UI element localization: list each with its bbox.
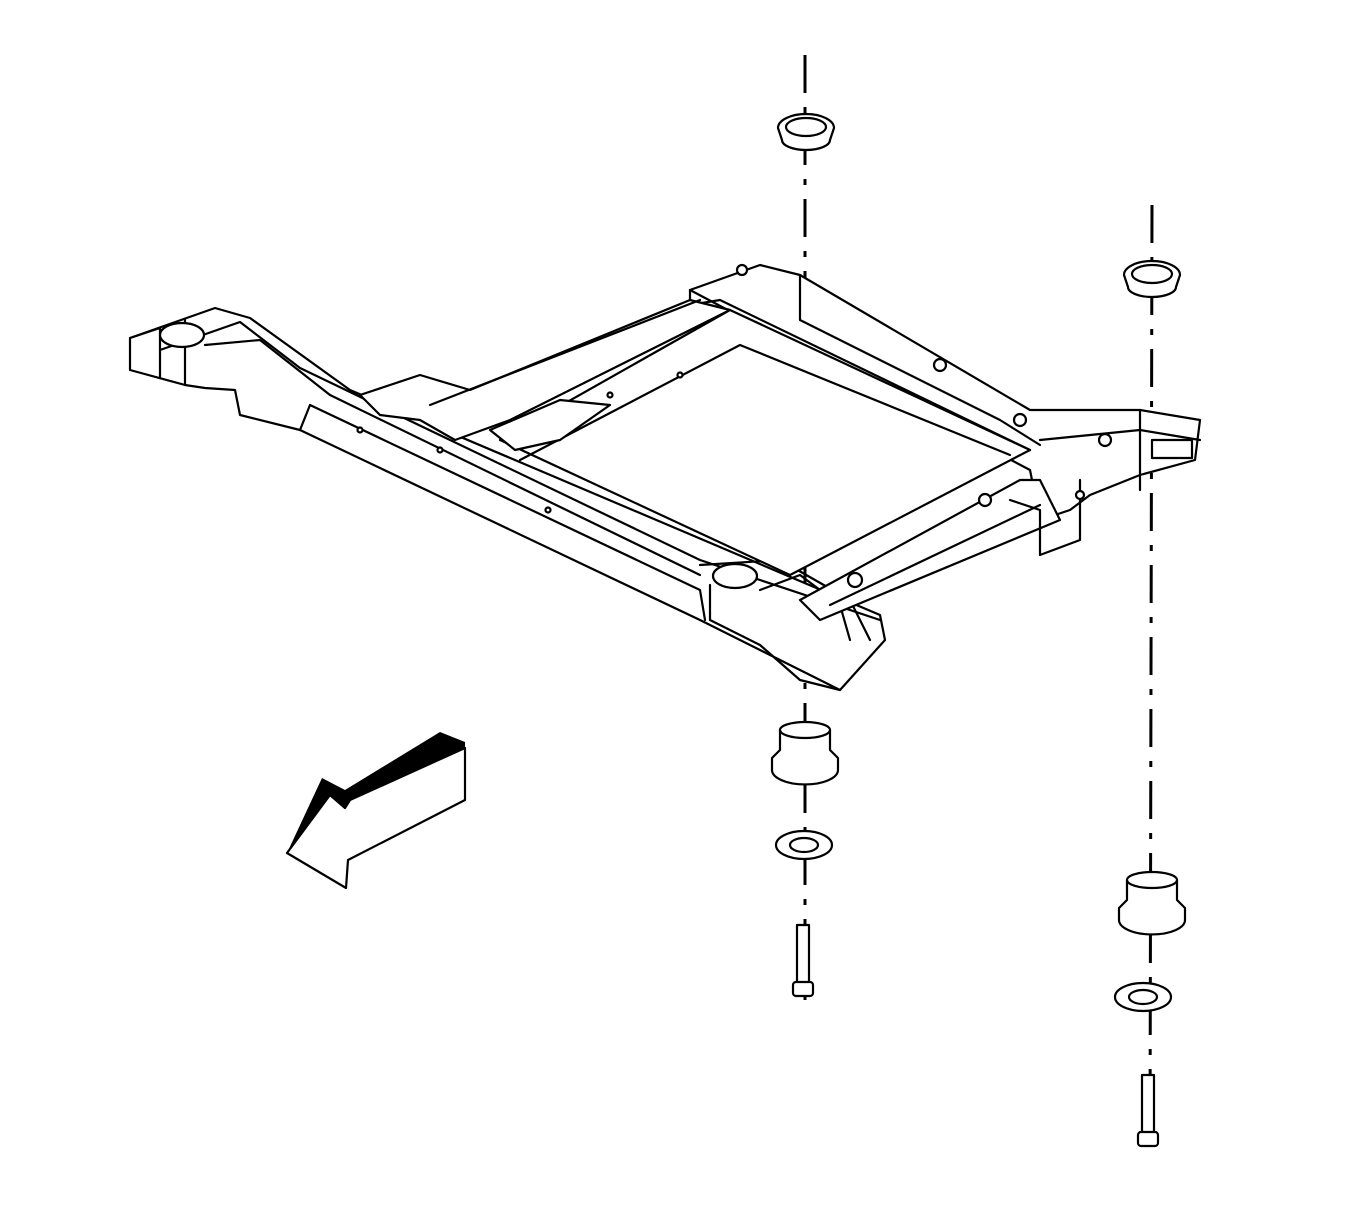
bolt-left	[791, 923, 815, 998]
centerline-right	[1148, 204, 1154, 1141]
lower-insulator-left	[770, 720, 840, 786]
subframe-cradle	[128, 263, 1202, 692]
upper-insulator-left	[776, 112, 836, 152]
retainer-right	[1113, 981, 1173, 1013]
frame-holes	[356, 263, 1113, 589]
front-direction-arrow-icon	[285, 732, 467, 890]
upper-insulator-right	[1122, 259, 1182, 299]
bolt-right	[1136, 1073, 1160, 1148]
retainer-left	[774, 829, 834, 861]
lower-insulator-right	[1117, 870, 1187, 936]
